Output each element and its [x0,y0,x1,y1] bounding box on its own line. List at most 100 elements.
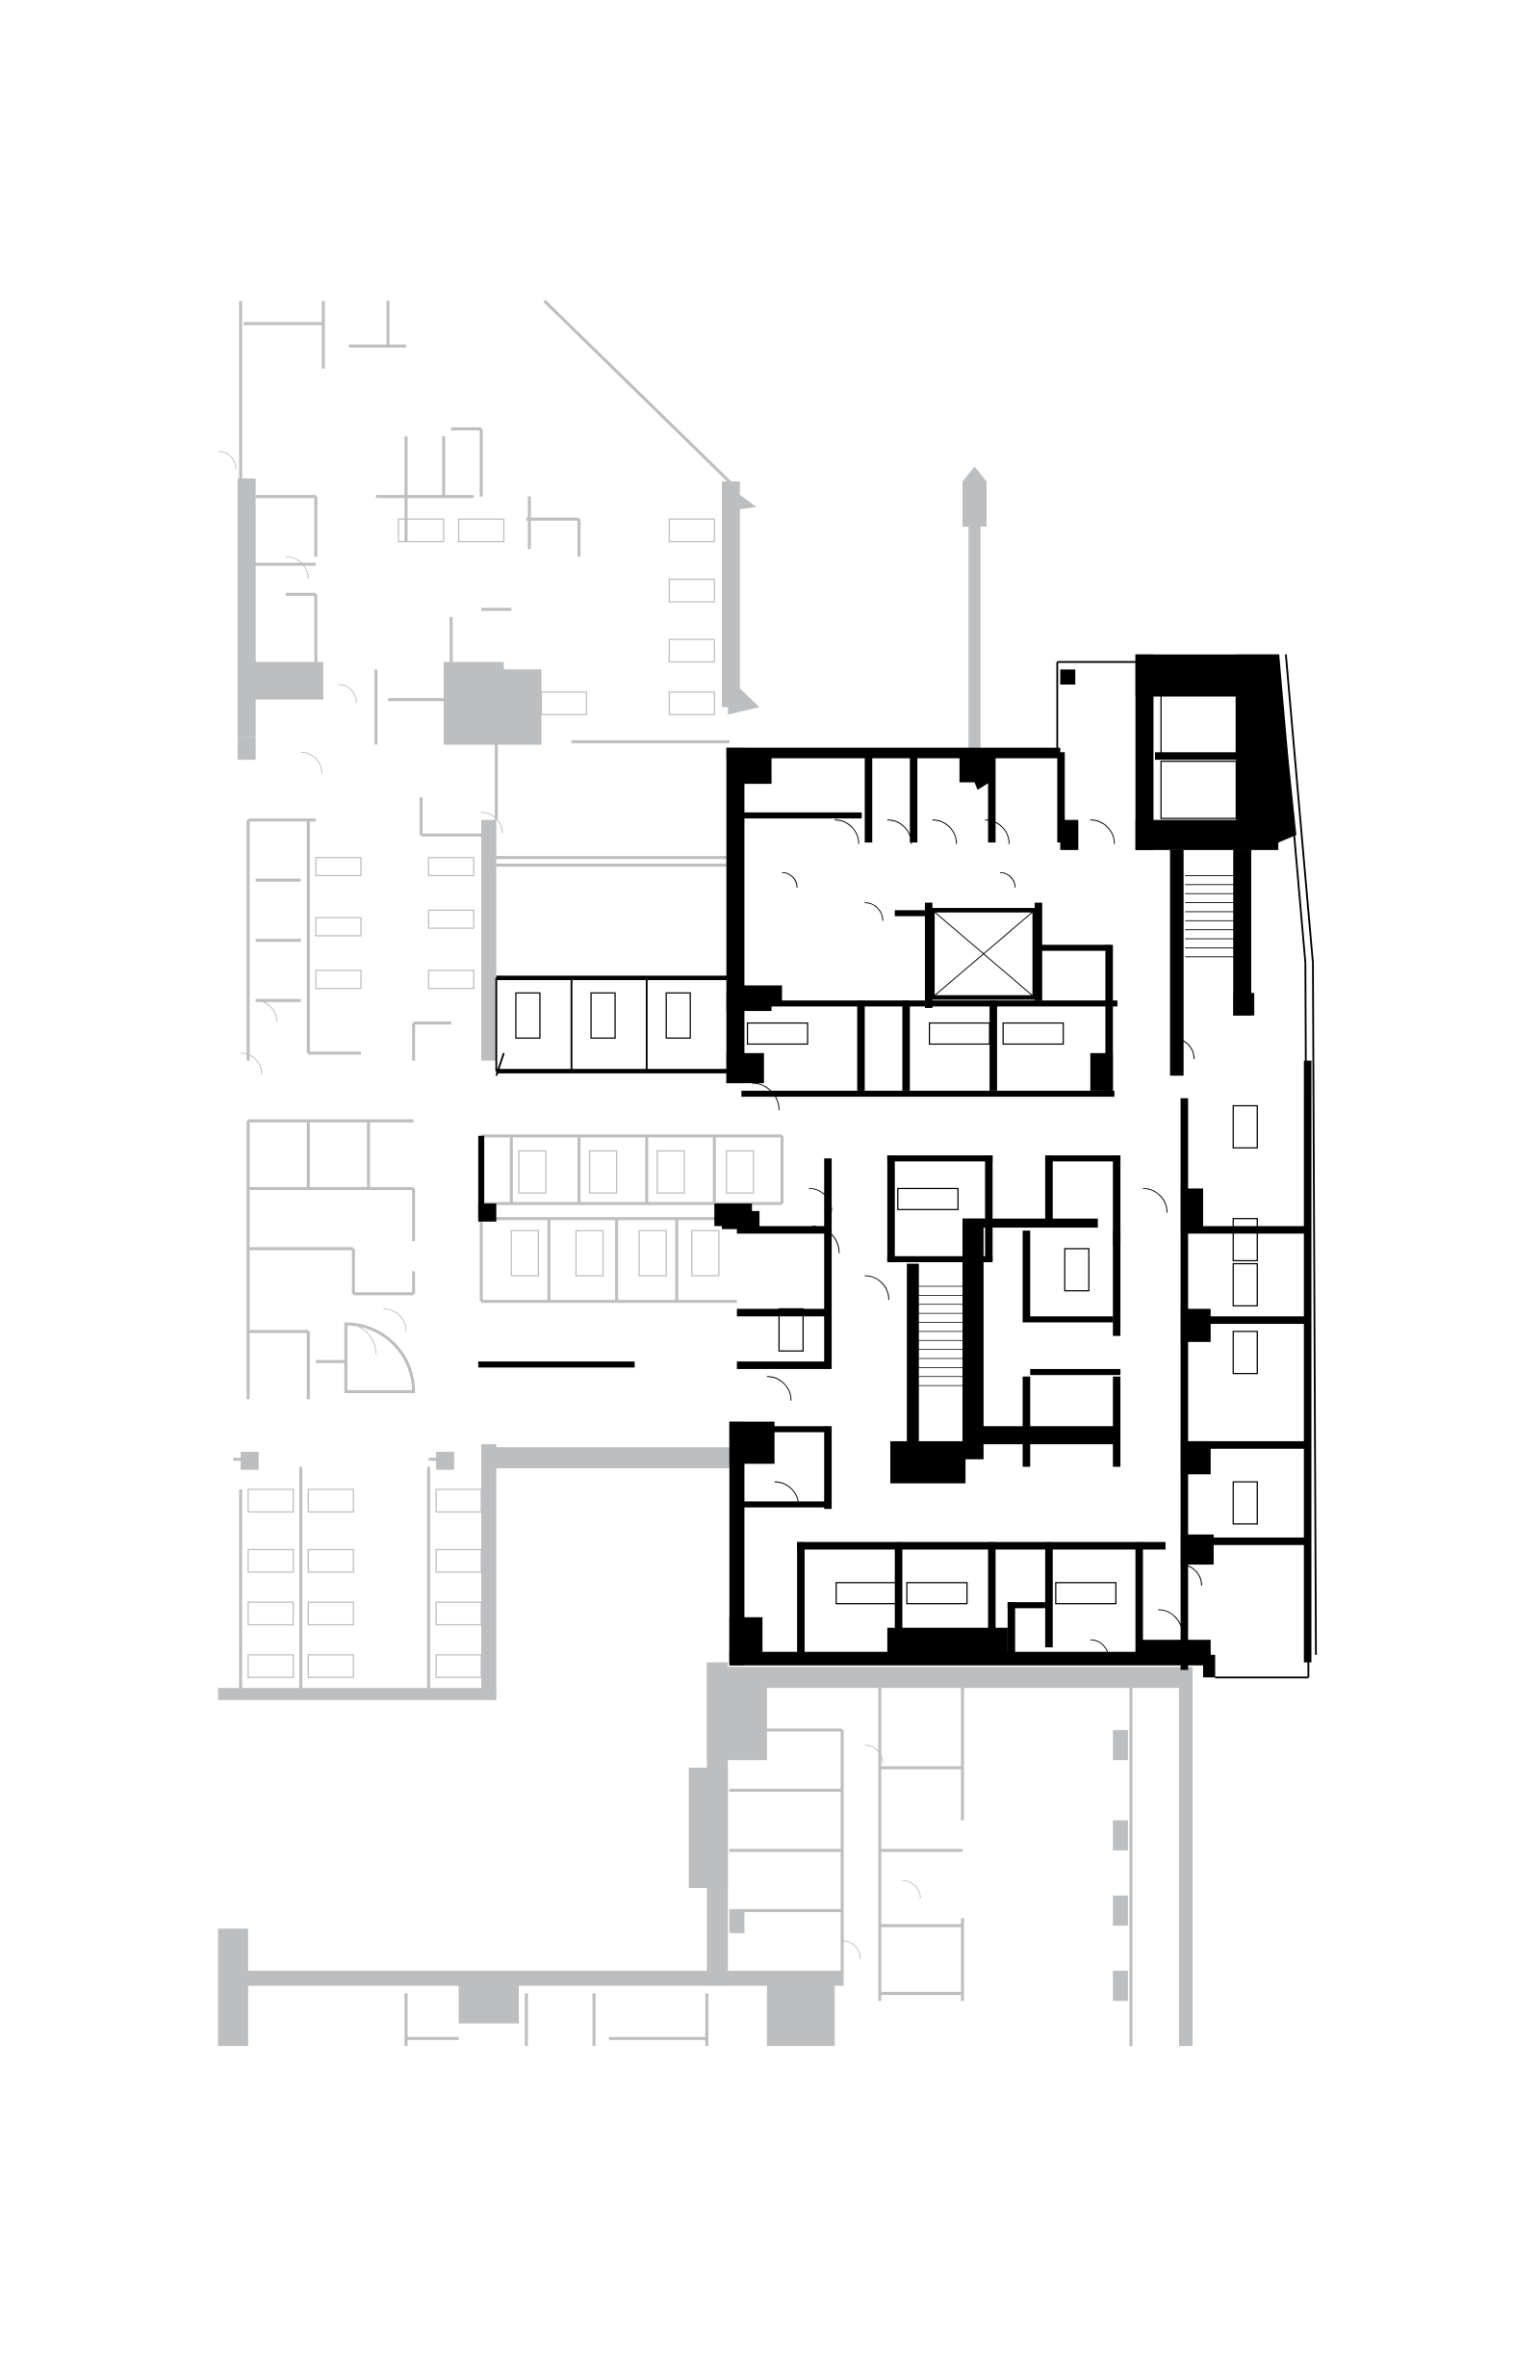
wall [824,1426,833,1510]
door-swing-icon [932,819,958,844]
bed-icon [427,970,475,990]
wall [722,1210,760,1229]
wall [736,1226,828,1234]
door-swing-icon [1180,1564,1202,1586]
wall [797,1541,1166,1550]
bed-icon [668,579,715,603]
wall [726,747,1061,759]
wall [1169,849,1184,1076]
bed-icon [906,1582,968,1605]
wall-thin [1304,963,1310,1655]
door-swing-icon [1142,1187,1168,1213]
wall [741,757,772,785]
wall [736,1501,828,1508]
bed-icon [307,1488,354,1513]
context-wall-fill [1180,1667,1194,2047]
door-swing-icon [808,1187,833,1211]
bed-icon [1232,1262,1258,1306]
wall-thin [1285,654,1314,964]
wall [1105,1000,1114,1091]
context-wall-fill [968,496,981,753]
column-icon [962,466,987,527]
wall [477,1135,485,1219]
bed-icon [1232,1104,1258,1149]
elevator-car [1160,761,1237,819]
bed-icon [1002,1022,1065,1046]
context-wall-fill [481,1447,730,1469]
wall [1060,819,1079,850]
wall [1180,1440,1211,1475]
wall [736,985,783,1004]
door-swing-icon [338,684,357,703]
wall [1180,1308,1211,1342]
bed-icon [435,1488,482,1513]
wall [736,1426,828,1433]
wall [1022,1376,1031,1467]
bed-icon [691,1229,720,1277]
bed-icon [247,1654,295,1678]
wall [886,1627,1008,1658]
bed-icon [457,518,505,543]
bed-icon [427,909,475,929]
door-swing-icon [285,556,309,580]
context-wall-fill [218,1928,248,2047]
wall [985,1155,993,1261]
door-swing-icon [1158,1609,1183,1634]
door-swing-icon [886,819,912,844]
door-swing-icon [864,902,884,921]
context-wall-fill [488,669,542,745]
bed-icon [638,1229,667,1277]
wall [1135,654,1154,850]
bed-icon [1064,1248,1090,1292]
bed-icon [1232,1331,1258,1375]
bed-icon [746,1022,808,1046]
wall [989,1000,997,1091]
wall [907,1263,919,1460]
wall-wedge [1247,661,1296,843]
wall [729,1421,745,1666]
context-wall-fill [481,1444,497,1700]
wall [1180,1534,1214,1565]
wall [1030,1368,1121,1376]
door-swing-icon [255,999,277,1022]
bed-icon [778,1307,804,1352]
bed-icon [435,1548,482,1573]
wall [894,1541,903,1633]
bed-icon [427,857,475,877]
wall [1035,902,1042,1001]
wall [729,1617,763,1663]
wall [1022,1230,1031,1321]
bed-icon [726,1150,755,1194]
wall [894,910,925,917]
wall [1155,752,1238,761]
context-wall-fill [1113,1970,1128,2002]
wall [741,812,862,819]
bed-icon [435,1601,482,1626]
door-swing-icon [985,819,1010,844]
wall [886,1155,895,1261]
context-wall-fill [443,661,504,678]
wall [1233,993,1255,1016]
wall [1135,1541,1143,1655]
wall [741,1090,1115,1098]
wall [988,1541,996,1633]
door-swing-icon [782,871,798,888]
wall [962,1218,1098,1229]
door-swing-icon [240,1052,263,1074]
bed-icon [315,917,362,937]
bed-icon [307,1654,354,1678]
bed-icon [929,1022,990,1046]
wall [1135,819,1248,850]
shaft-cross [932,910,1036,998]
door-swing-icon [902,1879,921,1899]
bed-icon [307,1601,354,1626]
bed-icon [398,518,445,543]
context-wall-fill [241,1451,259,1470]
context-wall-fill [706,1667,1189,1689]
context-wall-fill [688,1768,729,1888]
context-wall-fill [458,1978,520,2024]
wall [1044,1155,1053,1224]
door-swing-icon [864,1275,889,1301]
bed-icon [668,518,715,543]
